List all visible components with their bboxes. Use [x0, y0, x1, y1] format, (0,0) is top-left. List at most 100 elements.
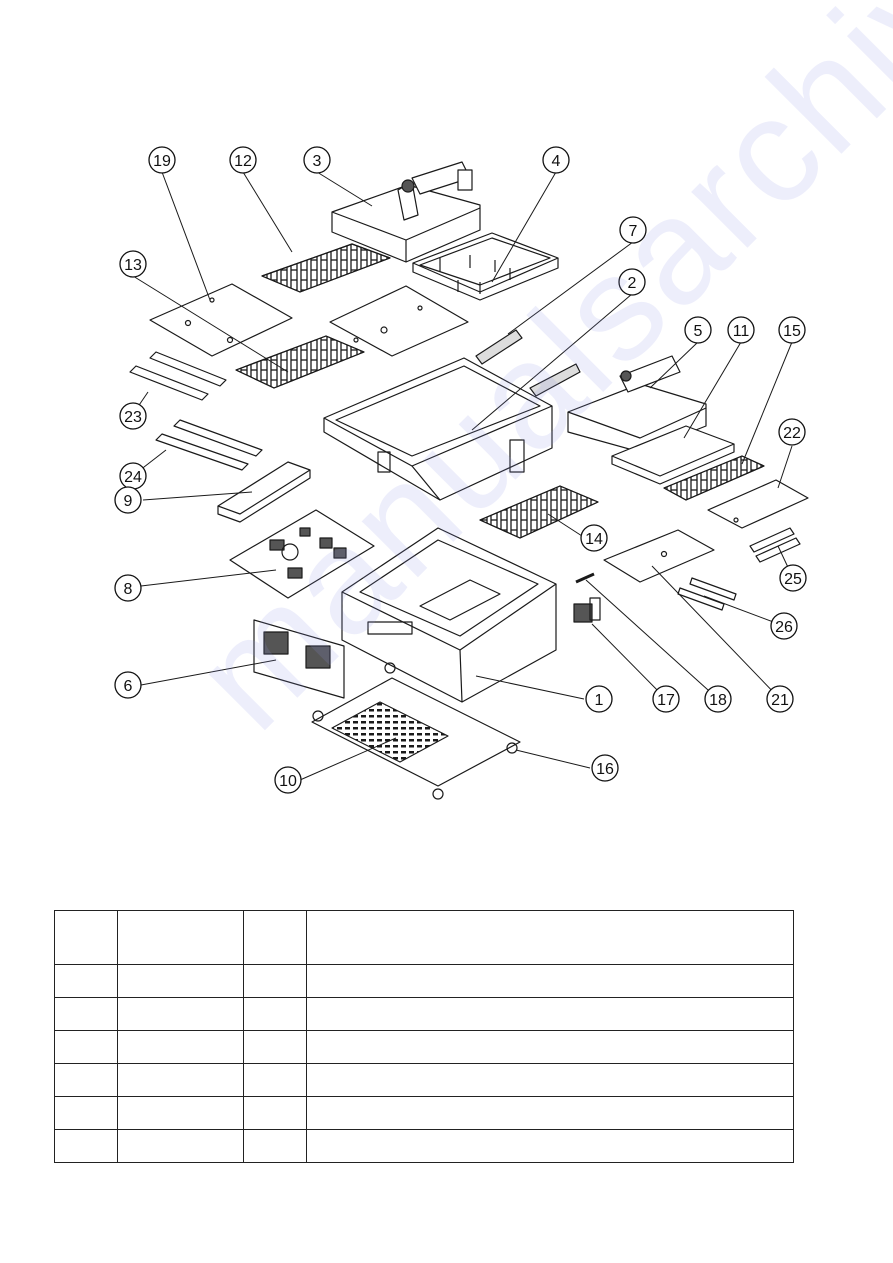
- callout-7: 7: [619, 216, 647, 244]
- table-row: [54, 1096, 794, 1130]
- callout-label: 22: [783, 425, 801, 442]
- callout-2: 2: [618, 268, 646, 296]
- table-cell: [54, 1063, 118, 1097]
- parts-list-table: [54, 910, 794, 1163]
- part-key-18: [575, 572, 595, 584]
- table-cell: [54, 1030, 118, 1064]
- callout-22: 22: [778, 418, 806, 446]
- part-bottom-plate: [311, 677, 521, 787]
- table-row: [54, 964, 794, 998]
- table-cell: [54, 1129, 118, 1163]
- table-cell: [117, 964, 244, 998]
- table-row: [54, 1063, 794, 1097]
- callout-label: 9: [124, 493, 133, 510]
- table-cell: [243, 1129, 307, 1163]
- callout-label: 12: [234, 153, 252, 170]
- callout-label: 4: [552, 153, 561, 170]
- part-actuator-lower: [529, 363, 581, 397]
- callout-19: 19: [148, 146, 176, 174]
- part-heating-element-lower-left: [235, 335, 365, 389]
- part-control-panel: [253, 619, 345, 699]
- callout-18: 18: [704, 685, 732, 713]
- table-cell: [306, 910, 794, 965]
- part-strip-26: [677, 577, 737, 611]
- callout-label: 16: [596, 761, 614, 778]
- callout-21: 21: [766, 685, 794, 713]
- part-plate-21: [603, 529, 715, 583]
- table-cell: [243, 910, 307, 965]
- table-cell: [243, 964, 307, 998]
- callout-label: 21: [771, 692, 789, 709]
- part-heating-element-upper-left: [261, 243, 391, 293]
- table-cell: [54, 997, 118, 1031]
- table-cell: [306, 997, 794, 1031]
- table-row: [54, 1030, 794, 1064]
- callout-3: 3: [303, 146, 331, 174]
- callout-5: 5: [684, 316, 712, 344]
- table-cell: [117, 1096, 244, 1130]
- callout-label: 13: [124, 257, 142, 274]
- callout-label: 24: [124, 469, 142, 486]
- table-cell: [54, 964, 118, 998]
- callout-13: 13: [119, 250, 147, 278]
- part-platen-tray-right: [611, 425, 735, 485]
- callout-24: 24: [119, 462, 147, 490]
- callout-label: 19: [153, 153, 171, 170]
- callout-label: 2: [628, 275, 637, 292]
- table-cell: [306, 964, 794, 998]
- callout-label: 8: [124, 581, 133, 598]
- part-control-board: [229, 509, 375, 599]
- part-strip-24: [155, 419, 263, 471]
- part-plate-middle: [329, 285, 469, 357]
- callout-23: 23: [119, 402, 147, 430]
- part-heating-element-right: [663, 455, 765, 501]
- table-cell: [117, 1063, 244, 1097]
- part-platen-tray-left: [412, 232, 559, 301]
- callout-4: 4: [542, 146, 570, 174]
- table-cell: [243, 1030, 307, 1064]
- part-tray-9: [217, 461, 311, 523]
- callout-16: 16: [591, 754, 619, 782]
- part-main-pan: [323, 357, 553, 501]
- table-cell: [243, 1063, 307, 1097]
- table-cell: [117, 1129, 244, 1163]
- part-motor-17: [573, 597, 601, 623]
- table-cell: [54, 1096, 118, 1130]
- table-row: [54, 997, 794, 1031]
- part-heating-element-middle: [479, 485, 599, 539]
- table-header-row: [54, 910, 794, 965]
- table-cell: [54, 910, 118, 965]
- callout-label: 23: [124, 409, 142, 426]
- callout-15: 15: [778, 316, 806, 344]
- table-cell: [306, 1096, 794, 1130]
- callout-label: 10: [279, 773, 297, 790]
- part-plate-19: [149, 283, 293, 357]
- callout-label: 11: [733, 323, 750, 340]
- part-strip-23: [129, 351, 227, 401]
- callout-label: 15: [783, 323, 801, 340]
- table-cell: [243, 997, 307, 1031]
- exploded-parts-diagram: 19 12 3 4 7 2 13 5 11 15 22 23 24 9 14 8…: [114, 146, 809, 800]
- callout-8: 8: [114, 574, 142, 602]
- table-cell: [117, 910, 244, 965]
- table-row: [54, 1129, 794, 1163]
- part-plate-22: [707, 479, 809, 529]
- part-strip-25: [749, 527, 801, 563]
- callout-label: 6: [124, 678, 133, 695]
- part-actuator-upper: [475, 329, 523, 365]
- table-cell: [306, 1063, 794, 1097]
- callout-label: 3: [313, 153, 322, 170]
- callout-17: 17: [652, 685, 680, 713]
- table-cell: [306, 1129, 794, 1163]
- callout-label: 18: [709, 692, 727, 709]
- table-cell: [117, 1030, 244, 1064]
- callout-10: 10: [274, 766, 302, 794]
- callout-9: 9: [114, 486, 142, 514]
- callout-11: 11: [727, 316, 755, 344]
- part-feet: [312, 662, 518, 800]
- table-cell: [243, 1096, 307, 1130]
- callout-label: 17: [657, 692, 675, 709]
- table-cell: [117, 997, 244, 1031]
- callout-label: 26: [775, 619, 793, 636]
- callout-6: 6: [114, 671, 142, 699]
